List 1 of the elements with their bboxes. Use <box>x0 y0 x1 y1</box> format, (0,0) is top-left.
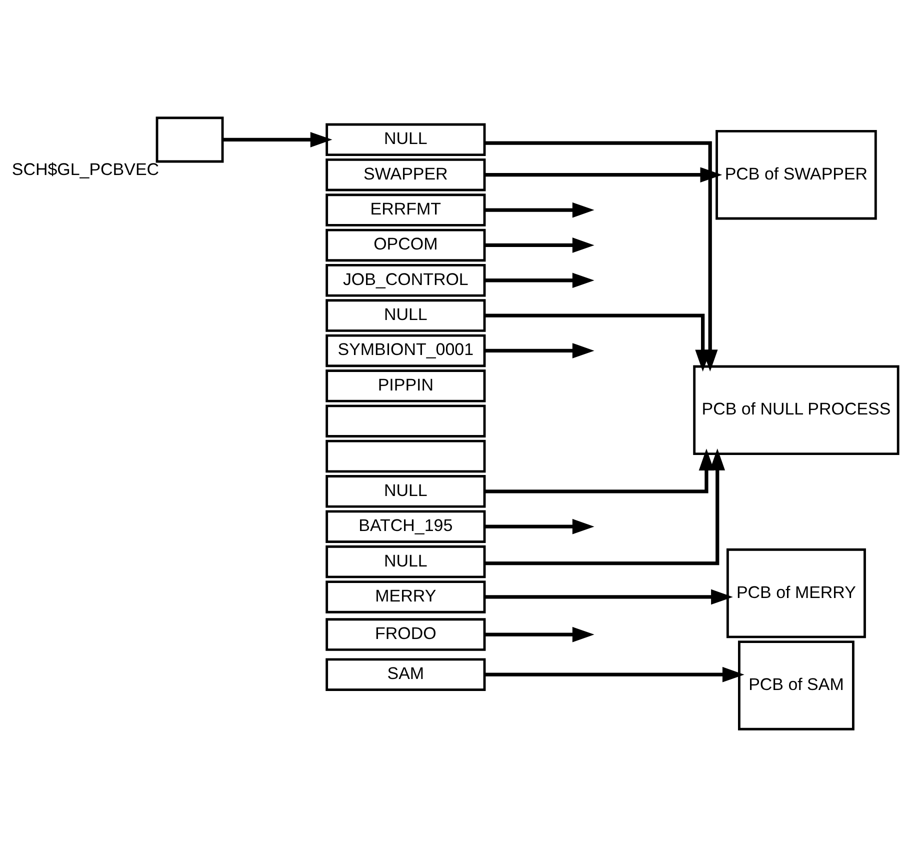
node-label: SCH$GL_PCBVEC <box>11 160 159 180</box>
